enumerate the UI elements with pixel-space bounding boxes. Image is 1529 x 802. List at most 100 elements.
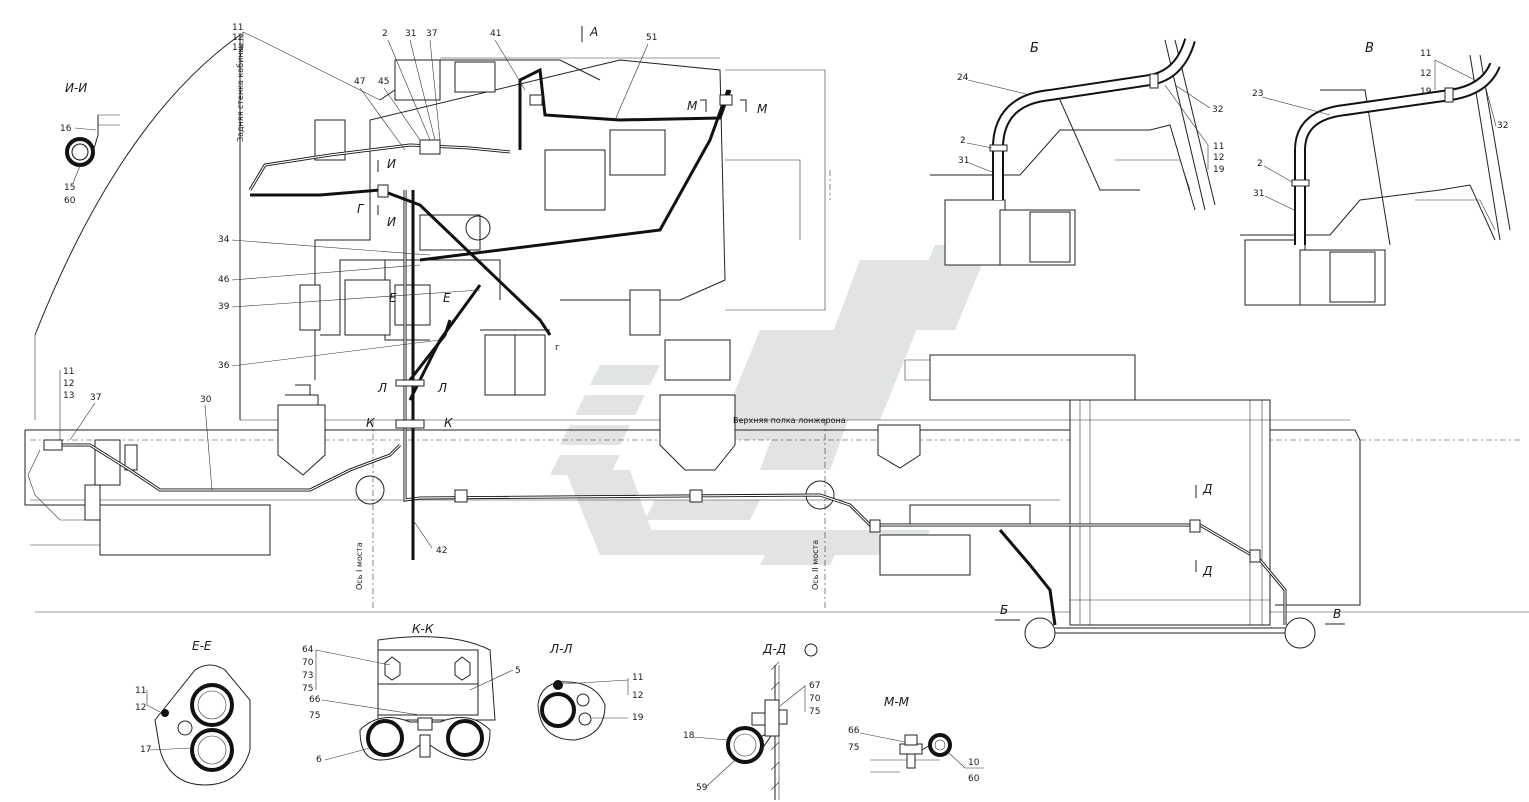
view-b: Б 24 2 31 32 11 12 19 — [930, 38, 1225, 266]
cut-e-left: Е — [389, 291, 397, 305]
sec-e-callout-11: 11 — [135, 686, 146, 696]
view-v-callout-12: 12 — [1420, 69, 1431, 79]
sec-m-callout-75: 75 — [848, 743, 859, 753]
section-d-d-title: Д-Д — [762, 642, 786, 656]
section-m-m: М-М 66 75 10 60 — [848, 695, 984, 784]
section-l-l-title: Л-Л — [549, 642, 572, 656]
axle-1-label: Ось I моста — [355, 542, 364, 590]
main-callouts: 11 12 13 2 31 37 41 51 47 45 34 46 39 36… — [59, 23, 657, 556]
callout-left-13: 13 — [63, 391, 74, 401]
cab-wall-label: Задняя стенка кабины — [236, 46, 245, 142]
sec-e-callout-12: 12 — [135, 703, 146, 713]
callout-36: 36 — [218, 361, 230, 371]
sec-d-callout-75: 75 — [809, 707, 820, 717]
sec-i-callout-60: 60 — [64, 196, 76, 206]
sec-m-callout-10: 10 — [968, 758, 980, 768]
sec-e-callout-17: 17 — [140, 745, 151, 755]
section-m-m-title: М-М — [884, 695, 910, 709]
sec-k-callout-5: 5 — [515, 666, 521, 676]
callout-41: 41 — [490, 29, 501, 39]
cut-v: В — [1333, 607, 1341, 621]
callout-31: 31 — [405, 29, 416, 39]
callout-34: 34 — [218, 235, 230, 245]
cut-g-small: г — [555, 343, 560, 353]
sec-l-callout-11: 11 — [632, 673, 643, 683]
sec-k-callout-75: 75 — [302, 684, 313, 694]
main-view — [24, 34, 1529, 649]
view-a-label: А — [589, 25, 598, 39]
sec-m-callout-60: 60 — [968, 774, 980, 784]
callout-left-12: 12 — [63, 379, 74, 389]
cut-l-right: Л — [437, 381, 447, 395]
callout-51: 51 — [646, 33, 657, 43]
sec-k-callout-70: 70 — [302, 658, 314, 668]
cut-m-left: М — [687, 99, 698, 113]
view-b-callout-19: 19 — [1213, 165, 1225, 175]
callout-left-37: 37 — [90, 393, 101, 403]
cut-k-left: К — [366, 416, 375, 430]
section-d-d: Д-Д 67 70 75 18 59 — [683, 642, 821, 800]
cut-m-right: М — [757, 102, 768, 116]
view-b-callout-2: 2 — [960, 136, 966, 146]
view-v-callout-31: 31 — [1253, 189, 1264, 199]
cut-i-upper: И — [387, 157, 396, 171]
cut-i-lower: И — [387, 215, 396, 229]
view-v-callout-2: 2 — [1257, 159, 1263, 169]
view-v-callout-19: 19 — [1420, 87, 1432, 97]
section-k-k: К-К 64 70 73 75 5 66 75 6 — [302, 622, 521, 765]
sec-d-callout-70: 70 — [809, 694, 821, 704]
section-i-i: И-И 16 15 60 — [60, 81, 120, 206]
section-k-k-title: К-К — [412, 622, 434, 636]
callout-39: 39 — [218, 302, 230, 312]
view-b-callout-12: 12 — [1213, 153, 1224, 163]
view-v-callout-11: 11 — [1420, 49, 1431, 59]
callout-46: 46 — [218, 275, 230, 285]
callout-47: 47 — [354, 77, 365, 87]
cut-e-right: Е — [443, 291, 451, 305]
sec-k-callout-73: 73 — [302, 671, 313, 681]
view-b-callout-24: 24 — [957, 73, 969, 83]
sec-i-callout-15: 15 — [64, 183, 75, 193]
sec-d-callout-59: 59 — [696, 783, 708, 793]
callout-37: 37 — [426, 29, 437, 39]
view-b-callout-11: 11 — [1213, 142, 1224, 152]
callout-45: 45 — [378, 77, 389, 87]
callout-11: 11 — [232, 23, 243, 33]
section-i-i-title: И-И — [65, 81, 87, 95]
view-b-callout-31: 31 — [958, 156, 969, 166]
view-v-callout-23: 23 — [1252, 89, 1263, 99]
section-e-e: Е-Е 11 12 17 — [135, 639, 251, 786]
callout-2: 2 — [382, 29, 388, 39]
sec-l-callout-12: 12 — [632, 691, 643, 701]
sec-k-callout-6: 6 — [316, 755, 322, 765]
sec-d-callout-67: 67 — [809, 681, 820, 691]
sec-k-callout-75b: 75 — [309, 711, 320, 721]
sec-k-callout-64: 64 — [302, 645, 314, 655]
view-v-callout-32: 32 — [1497, 121, 1508, 131]
view-b-title: Б — [1030, 41, 1039, 56]
frame-flange-label: Верхняя полка лонжерона — [733, 416, 846, 425]
section-l-l: Л-Л 11 12 19 — [537, 642, 644, 741]
callout-13: 13 — [232, 43, 243, 53]
callout-left-11: 11 — [63, 367, 74, 377]
cut-b: Б — [1000, 603, 1008, 617]
cut-d-upper: Д — [1202, 482, 1212, 496]
sec-l-callout-19: 19 — [632, 713, 644, 723]
callout-42: 42 — [436, 546, 447, 556]
axle-2-label: Ось II моста — [811, 540, 820, 590]
callout-12: 12 — [232, 33, 243, 43]
cut-g: Г — [357, 202, 365, 216]
view-b-callout-32: 32 — [1212, 105, 1223, 115]
sec-m-callout-66: 66 — [848, 726, 860, 736]
callout-30: 30 — [200, 395, 212, 405]
sec-d-callout-18: 18 — [683, 731, 695, 741]
cut-d-lower: Д — [1202, 564, 1212, 578]
section-e-e-title: Е-Е — [192, 639, 212, 653]
sec-k-callout-66: 66 — [309, 695, 321, 705]
view-v-title: В — [1365, 41, 1374, 56]
sec-i-callout-16: 16 — [60, 124, 72, 134]
cut-k-right: К — [444, 416, 453, 430]
cut-markers: А М М И И Г Е Е Л Л К К г Д Д Б В Задняя… — [236, 25, 1345, 625]
view-v: В 23 11 12 19 2 31 32 — [1240, 41, 1511, 306]
